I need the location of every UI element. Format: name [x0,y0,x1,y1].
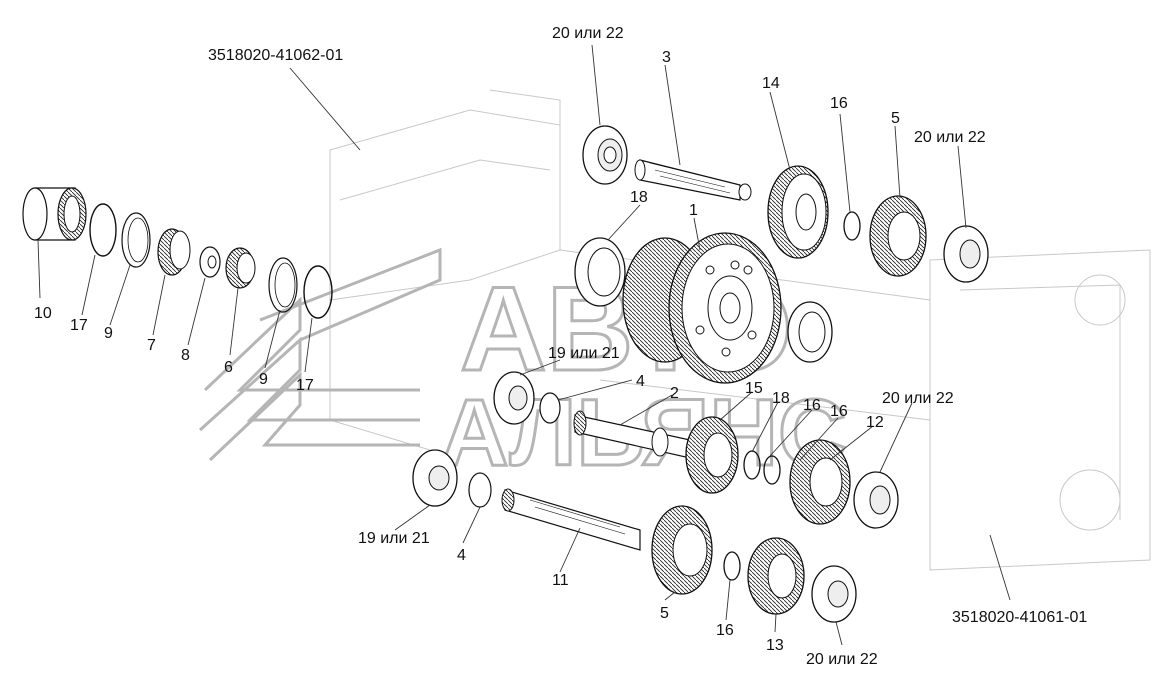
part-18-bearing-right [787,301,833,363]
part-6-needle-cage [225,247,256,289]
label-16-c: 16 [830,403,848,420]
part-10-needle-bearing [22,187,87,241]
label-9-a: 9 [104,325,113,342]
label-9-b: 9 [259,371,268,388]
label-14: 14 [762,75,780,92]
part-9-washer-right [268,257,298,313]
part-4-spacer-mid [539,392,561,424]
label-16-a: 16 [830,95,848,112]
label-7: 7 [147,337,156,354]
label-3: 3 [662,49,671,66]
label-16-b: 16 [803,397,821,414]
part-16-snap-ring-bottom [723,551,741,581]
part-17-snap-ring-right [303,265,333,319]
part-12-gear [789,439,851,525]
part-7-needle-cage [157,228,191,276]
part-19-bearing-mid [493,371,535,425]
part-8-washer [199,246,221,278]
label-17-b: 17 [296,377,314,394]
label-15: 15 [745,380,763,397]
label-18-b: 18 [772,390,790,407]
part-20-bearing-top [582,125,628,185]
part-19-bearing-bottom [412,449,458,507]
part-1-gear-block [622,232,782,384]
part-3-shaft [634,159,752,201]
ref-bottom-right: 3518020-41061-01 [952,609,1087,626]
label-20-b: 20 или 22 [914,129,986,146]
label-12: 12 [866,414,884,431]
part-5-gear-bottom [651,505,713,595]
label-20-c: 20 или 22 [882,390,954,407]
part-16-snap-rings-mid [743,450,781,485]
part-20-bearing-top-right [943,225,989,283]
label-2: 2 [670,385,679,402]
part-4-spacer-bottom [468,472,492,508]
part-20-bearing-mid-right [853,471,899,529]
part-20-bearing-bottom-right [811,565,857,623]
leader-lines [37,44,1011,646]
part-2-shaft [573,410,691,459]
part-11-shaft [501,488,641,551]
part-labels: 3518020-41062-01 3518020-41061-01 20 или… [34,25,1087,668]
part-14-gear [767,165,829,259]
label-1: 1 [689,202,698,219]
part-5-gear-top [869,195,927,277]
label-18-a: 18 [630,189,648,206]
label-10: 10 [34,305,52,322]
label-20-a: 20 или 22 [552,25,624,42]
label-17-a: 17 [70,317,88,334]
part-9-washer [121,212,151,268]
label-5-b: 5 [660,605,669,622]
part-17-snap-ring [89,203,117,257]
label-11: 11 [552,572,569,589]
label-19-a: 19 или 21 [548,345,620,362]
label-4-a: 4 [636,373,645,390]
label-19-b: 19 или 21 [358,530,430,547]
label-5-a: 5 [891,110,900,127]
label-13: 13 [766,637,784,654]
part-18-bearing-left [574,237,626,307]
label-8: 8 [181,347,190,364]
part-13-gear [747,537,805,615]
part-15-gear [685,416,739,494]
label-16-d: 16 [716,622,734,639]
label-4-b: 4 [457,547,466,564]
part-16-snap-ring-top [843,211,861,241]
ref-top-left: 3518020-41062-01 [208,47,343,64]
label-6: 6 [224,359,233,376]
label-20-d: 20 или 22 [806,651,878,668]
